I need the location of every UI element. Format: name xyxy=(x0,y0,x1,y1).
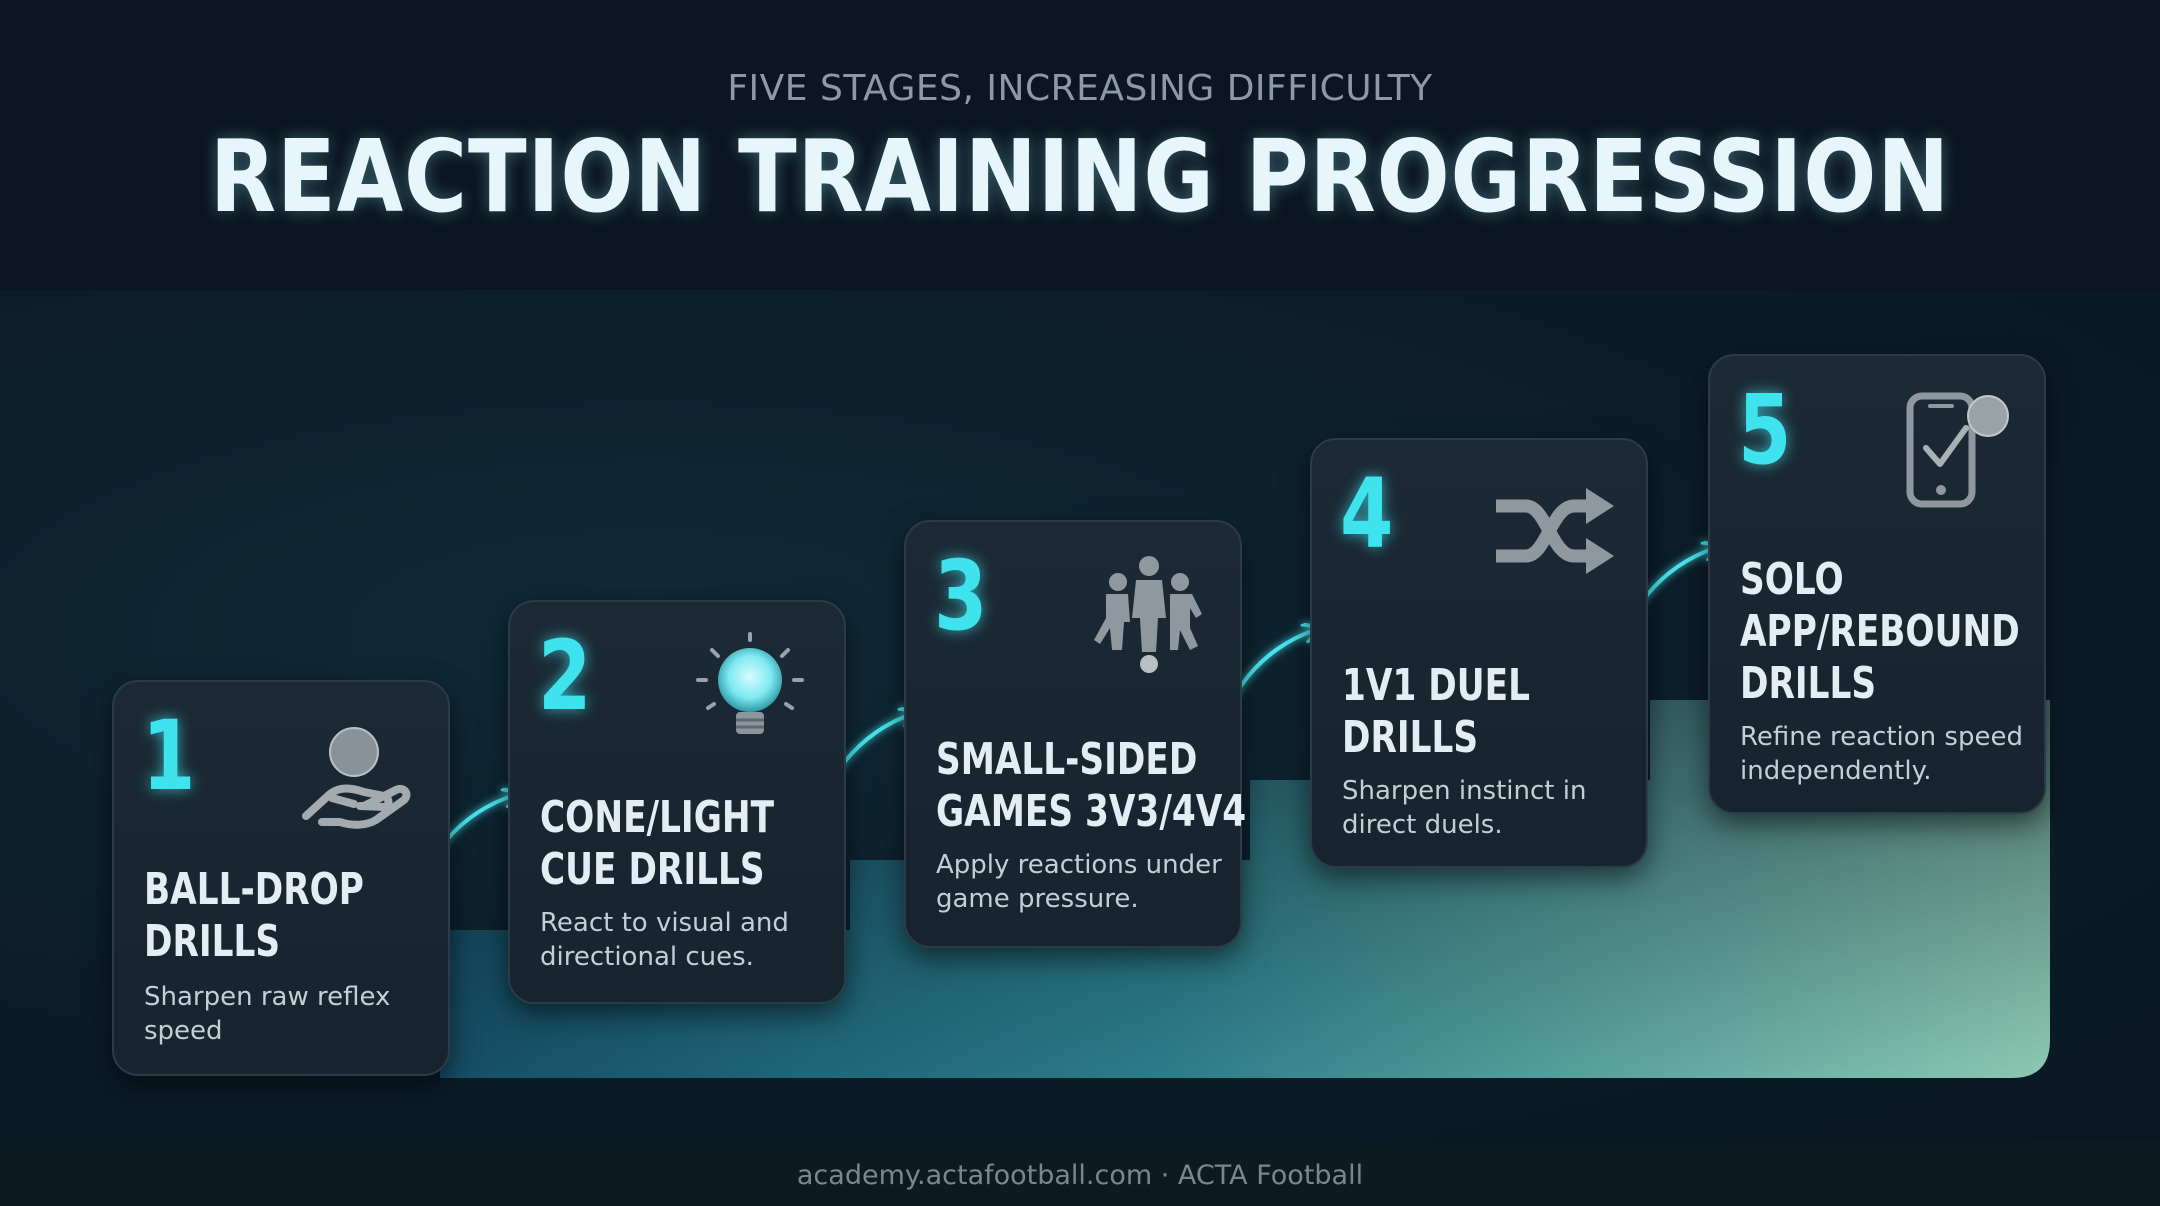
shuffle-arrows-icon xyxy=(1490,466,1620,596)
page-title: REACTION TRAINING PROGRESSION xyxy=(209,118,1951,235)
stage-title-line: GAMES 3V3/4V4 xyxy=(936,786,1247,837)
stage-card-3: 3 SMALL-SIDED GAMES 3V3/4V4 Apply reacti… xyxy=(904,520,1246,948)
stage-number: 2 xyxy=(538,620,592,732)
stage-title-line: APP/REBOUND xyxy=(1740,606,2020,657)
stage-description: Refine reaction speed independently. xyxy=(1740,722,2023,786)
stage-number: 1 xyxy=(142,700,196,812)
team-players-icon xyxy=(1084,548,1214,678)
stage-title-line: DRILLS xyxy=(1740,658,1877,709)
hand-ball-icon xyxy=(292,708,422,838)
stage-description: React to visual and directional cues. xyxy=(540,908,789,972)
stage-card-1: 1 BALL-DROP DRILLS Sharpen raw reflex sp… xyxy=(112,680,450,1076)
stage-card-4: 4 1V1 DUEL DRILLS Sharpen instinct in di… xyxy=(1310,438,1648,868)
stage-card-2: 2 xyxy=(508,600,846,1004)
stage-title: CONE/LIGHT CUE DRILLS xyxy=(540,792,868,896)
footer-band xyxy=(0,1142,2160,1206)
stage-title-line: SMALL-SIDED xyxy=(936,734,1198,785)
stage-title: SOLO APP/REBOUND DRILLS xyxy=(1740,554,2068,710)
stage-title-line: BALL-DROP xyxy=(144,864,364,915)
stage-title-line: DRILLS xyxy=(144,916,281,967)
stage-description: Sharpen raw reflex speed xyxy=(144,982,391,1046)
stage-number: 5 xyxy=(1738,374,1792,486)
page-subtitle: FIVE STAGES, INCREASING DIFFICULTY xyxy=(727,68,1433,109)
header-band xyxy=(0,0,2160,290)
stage-title-line: 1V1 DUEL xyxy=(1342,660,1530,711)
stage-title: 1V1 DUEL DRILLS xyxy=(1342,660,1670,764)
stage-title-line: CUE DRILLS xyxy=(540,844,765,895)
stage-card-5: 5 SOLO APP/REBOUND DRILLS Refine reactio… xyxy=(1708,354,2046,814)
stage-description: Apply reactions under game pressure. xyxy=(936,850,1222,914)
phone-ball-icon xyxy=(1888,382,2018,512)
stage-title-line: SOLO xyxy=(1740,554,1844,605)
stage-description: Sharpen instinct in direct duels. xyxy=(1342,776,1587,840)
footer-credit: academy.actafootball.com · ACTA Football xyxy=(796,1160,1364,1191)
stage-title-line: DRILLS xyxy=(1342,712,1479,763)
stage-title: SMALL-SIDED GAMES 3V3/4V4 xyxy=(936,734,1264,838)
lightbulb-icon xyxy=(688,628,818,758)
stage-number: 3 xyxy=(934,540,988,652)
stage-number: 4 xyxy=(1340,458,1394,570)
stage-title-line: CONE/LIGHT xyxy=(540,792,775,843)
stage-title: BALL-DROP DRILLS xyxy=(144,864,472,968)
